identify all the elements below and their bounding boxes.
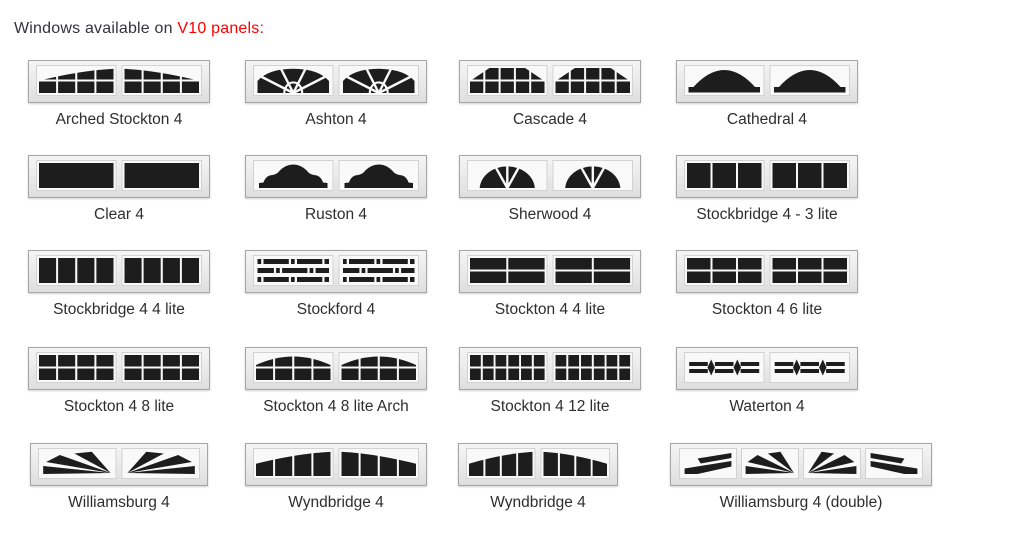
title-text: Windows available on xyxy=(14,20,178,37)
thumbnail-sherwood-4[interactable] xyxy=(459,155,641,198)
thumbnail-stockford-4[interactable] xyxy=(245,250,427,293)
label-clear-4: Clear 4 xyxy=(94,206,144,223)
thumbnail-stockbridge-4-4-lite[interactable] xyxy=(28,250,210,293)
label-stockford-4: Stockford 4 xyxy=(296,301,376,318)
label-waterton-4: Waterton 4 xyxy=(729,398,805,415)
label-williamsburg-4: Williamsburg 4 xyxy=(68,494,170,511)
thumbnail-stockton-4-4-lite[interactable] xyxy=(459,250,641,293)
label-stockbridge-4-3-lite: Stockbridge 4 - 3 lite xyxy=(696,206,838,223)
thumbnail-wyndbridge-4[interactable] xyxy=(245,443,427,486)
label-wyndbridge-4: Wyndbridge 4 xyxy=(288,494,384,511)
thumbnail-clear-4[interactable] xyxy=(28,155,210,198)
thumbnail-stockton-4-6-lite[interactable] xyxy=(676,250,858,293)
label-cathedral-4: Cathedral 4 xyxy=(726,111,808,128)
label-ashton-4: Ashton 4 xyxy=(305,111,367,128)
title-highlight: V10 panels xyxy=(177,20,260,37)
thumbnail-ruston-4[interactable] xyxy=(245,155,427,198)
thumbnail-williamsburg-4[interactable] xyxy=(30,443,208,486)
label-stockton-4-8-lite: Stockton 4 8 lite xyxy=(63,398,175,415)
page-title: Windows available on V10 panels: xyxy=(14,20,264,38)
thumbnail-ashton-4[interactable] xyxy=(245,60,427,103)
thumbnail-stockton-4-12-lite[interactable] xyxy=(459,347,641,390)
label-stockton-4-6-lite: Stockton 4 6 lite xyxy=(711,301,823,318)
thumbnail-waterton-4[interactable] xyxy=(676,347,858,390)
label-stockton-4-12-lite: Stockton 4 12 lite xyxy=(490,398,610,415)
thumbnail-cathedral-4[interactable] xyxy=(676,60,858,103)
thumbnail-williamsburg-4-double[interactable] xyxy=(670,443,932,486)
label-stockbridge-4-4-lite: Stockbridge 4 4 lite xyxy=(53,301,185,318)
thumbnail-stockton-4-8-lite[interactable] xyxy=(28,347,210,390)
label-ruston-4: Ruston 4 xyxy=(304,206,368,223)
label-williamsburg-4-double: Williamsburg 4 (double) xyxy=(719,494,883,511)
label-wyndbridge-4: Wyndbridge 4 xyxy=(490,494,586,511)
label-stockton-4-4-lite: Stockton 4 4 lite xyxy=(494,301,606,318)
thumbnail-cascade-4[interactable] xyxy=(459,60,641,103)
label-cascade-4: Cascade 4 xyxy=(512,111,588,128)
thumbnail-wyndbridge-4[interactable] xyxy=(458,443,618,486)
title-colon: : xyxy=(259,20,265,37)
thumbnail-stockton-4-8-lite-arch[interactable] xyxy=(245,347,427,390)
label-arched-stockton-4: Arched Stockton 4 xyxy=(55,111,183,128)
label-sherwood-4: Sherwood 4 xyxy=(508,206,592,223)
label-stockton-4-8-lite-arch: Stockton 4 8 lite Arch xyxy=(263,398,409,415)
thumbnail-stockbridge-4-3-lite[interactable] xyxy=(676,155,858,198)
thumbnail-arched-stockton-4[interactable] xyxy=(28,60,210,103)
